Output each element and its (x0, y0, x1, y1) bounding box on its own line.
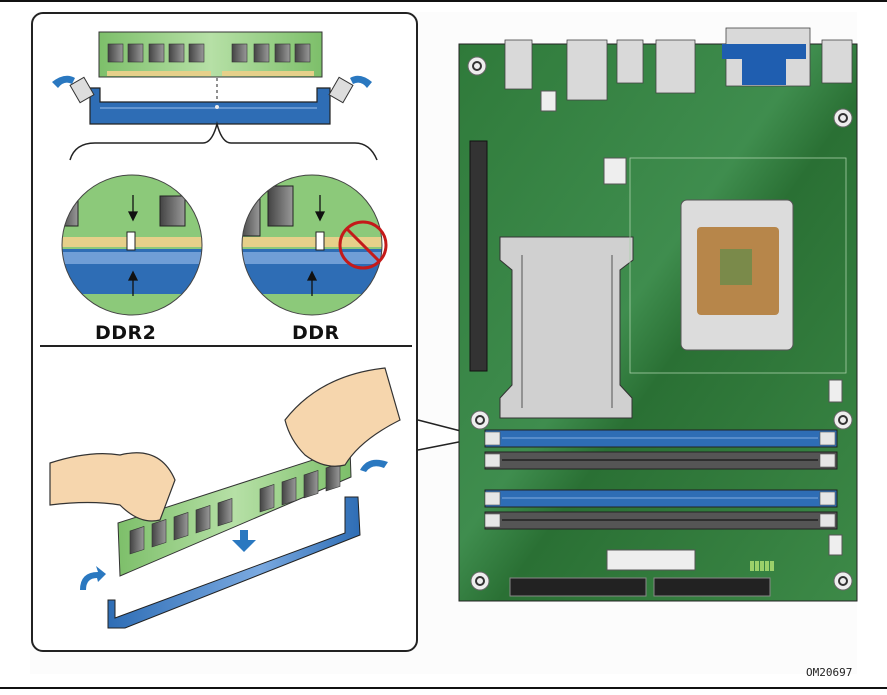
figure-id: OM20697 (806, 666, 852, 679)
bottom-rule (0, 687, 887, 689)
dimm-module-top (99, 32, 322, 77)
ddr2-label: DDR2 (95, 322, 156, 344)
latch-right (329, 77, 353, 102)
fan-header-2 (829, 380, 842, 402)
dimm-slot-3 (485, 490, 837, 507)
zoom-bracket (70, 124, 377, 160)
ide-connector-1 (510, 578, 646, 596)
pcie-slot (470, 141, 487, 371)
atx-power-connector (607, 550, 695, 570)
front-panel-header (750, 561, 774, 571)
ddr-notch-detail (240, 170, 390, 320)
atx12v-connector (604, 158, 626, 184)
right-hand (285, 368, 400, 466)
ddr2-notch-detail (60, 170, 210, 320)
insert-arrow-icon (232, 530, 256, 552)
latch-close-arrow-left-icon (80, 566, 106, 590)
ide-connector-2 (654, 578, 770, 596)
chipset-heatsink (500, 237, 633, 418)
left-hand (50, 453, 175, 521)
ddr-label: DDR (292, 322, 340, 344)
fan-header-3 (829, 535, 842, 555)
fan-header-1 (541, 91, 556, 111)
latch-close-arrow-right-icon (360, 460, 388, 472)
latch-open-arrow-right-icon (350, 76, 372, 88)
motherboard (459, 28, 857, 601)
vga-port (722, 44, 806, 59)
dimm-slot-1 (485, 430, 837, 447)
memory-slot-top (90, 88, 330, 124)
